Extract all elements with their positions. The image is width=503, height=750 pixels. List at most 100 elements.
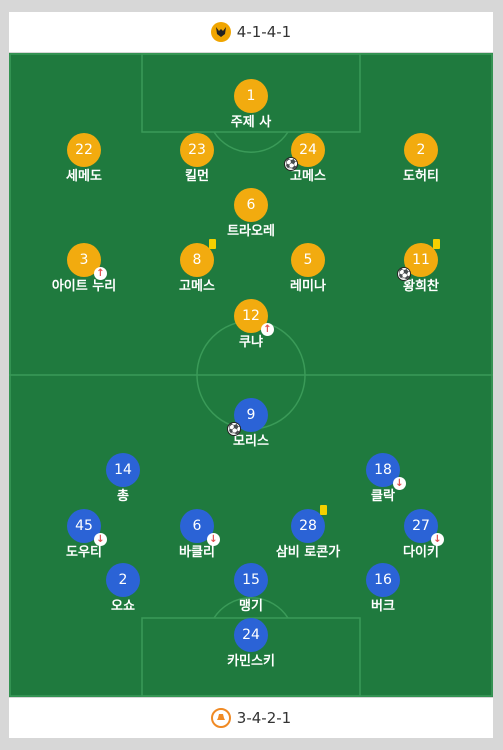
player-number: 9 [246,407,256,423]
home-player[interactable]: 11⚽황희찬 [356,239,486,295]
goal-ball-icon: ⚽ [284,157,298,171]
away-player[interactable]: 2 오쇼 [58,563,188,615]
player-number-badge[interactable]: 8 [180,239,216,277]
player-number: 14 [114,462,132,478]
player-name: 버크 [371,599,395,614]
away-player[interactable]: 9⚽모리스 [186,398,316,450]
player-name: 다이키 [403,545,439,560]
player-number-badge[interactable]: 2 [404,133,438,167]
player-number-badge[interactable]: 14 [106,453,140,487]
goal-ball-icon: ⚽ [227,422,241,436]
player-number-badge[interactable]: 2 [106,563,140,597]
player-name: 레미나 [290,279,326,294]
away-formation-footer: 3-4-2-1 [9,698,493,738]
player-number-badge[interactable]: 6 [234,188,268,222]
sub-arrow-down-icon: ↓ [431,533,444,546]
wolf-crest-icon [210,22,231,42]
player-number-badge[interactable]: 5 [291,243,325,277]
player-number-badge[interactable]: 24 [234,618,268,652]
player-number-badge[interactable]: 16 [366,563,400,597]
player-number-badge[interactable]: 1 [234,79,268,113]
away-player[interactable]: 27↓다이키 [356,509,486,561]
goal-ball-icon: ⚽ [397,267,411,281]
sub-arrow-up-icon: ↑ [261,323,274,336]
player-number: 23 [188,142,206,158]
home-formation: 4-1-4-1 [236,23,292,41]
player-name: 고메스 [179,279,215,294]
player-number-badge[interactable]: 9⚽ [227,398,268,436]
home-player[interactable]: 5 레미나 [243,243,373,295]
player-number: 12 [242,308,260,324]
player-number-badge[interactable]: 3↑ [67,243,107,280]
sub-arrow-up-icon: ↑ [94,267,107,280]
sub-arrow-down-icon: ↓ [94,533,107,546]
player-number-badge[interactable]: 45↓ [67,509,107,546]
home-player[interactable]: 3↑아이트 누리 [19,243,149,295]
away-player[interactable]: 6↓바클리 [132,509,262,561]
player-number: 27 [412,518,430,534]
away-player[interactable]: 45↓도우티 [19,509,149,561]
player-name: 바클리 [179,545,215,560]
hatter-crest-icon [210,708,231,728]
away-player[interactable]: 15 맹기 [186,563,316,615]
yellow-card-icon [209,239,216,249]
away-player[interactable]: 16 버크 [318,563,448,615]
home-player[interactable]: 1 주제 사 [186,79,316,131]
player-number-badge[interactable]: 22 [67,133,101,167]
away-player[interactable]: 28 삼비 로콘가 [243,505,373,561]
player-number: 15 [242,572,260,588]
player-name: 도우티 [66,545,102,560]
player-number-badge[interactable]: 12↑ [234,299,274,336]
player-number: 22 [75,142,93,158]
player-name: 카민스키 [227,654,275,669]
player-name: 주제 사 [230,115,272,130]
player-number-badge[interactable]: 6↓ [180,509,220,546]
player-name: 황희찬 [403,279,439,294]
player-name: 맹기 [239,599,263,614]
player-number: 3 [79,252,89,268]
pitch-markings [9,53,493,697]
away-player[interactable]: 18↓클락 [318,453,448,505]
player-number: 8 [192,252,202,268]
yellow-card-icon [433,239,440,249]
player-name: 오쇼 [111,599,135,614]
player-number: 6 [246,197,256,213]
player-number: 6 [192,518,202,534]
player-number: 45 [75,518,93,534]
home-player[interactable]: 8 고메스 [132,239,262,295]
player-number: 28 [299,518,317,534]
player-number-badge[interactable]: 15 [234,563,268,597]
player-number-badge[interactable]: 27↓ [404,509,444,546]
home-player[interactable]: 24⚽고메스 [243,133,373,185]
player-name: 쿠냐 [239,335,263,350]
player-number: 2 [416,142,426,158]
yellow-card-icon [320,505,327,515]
player-number: 1 [246,88,256,104]
player-number-badge[interactable]: 24⚽ [284,133,325,171]
player-number: 5 [303,252,313,268]
player-name: 아이트 누리 [51,279,117,294]
player-number: 18 [374,462,392,478]
player-number-badge[interactable]: 11⚽ [397,239,440,281]
player-name: 삼비 로콘가 [275,545,341,560]
player-name: 총 [117,489,129,504]
home-player[interactable]: 12↑쿠냐 [186,299,316,351]
away-player[interactable]: 14 총 [58,453,188,505]
player-number: 16 [374,572,392,588]
player-name: 모리스 [233,434,269,449]
sub-arrow-down-icon: ↓ [207,533,220,546]
player-name: 클락 [371,489,395,504]
player-number-badge[interactable]: 18↓ [366,453,406,490]
player-number-badge[interactable]: 23 [180,133,214,167]
away-player[interactable]: 24 카민스키 [186,618,316,670]
player-number-badge[interactable]: 28 [291,505,327,543]
player-name: 고메스 [290,169,326,184]
player-number: 2 [118,572,128,588]
player-number: 11 [412,252,430,268]
